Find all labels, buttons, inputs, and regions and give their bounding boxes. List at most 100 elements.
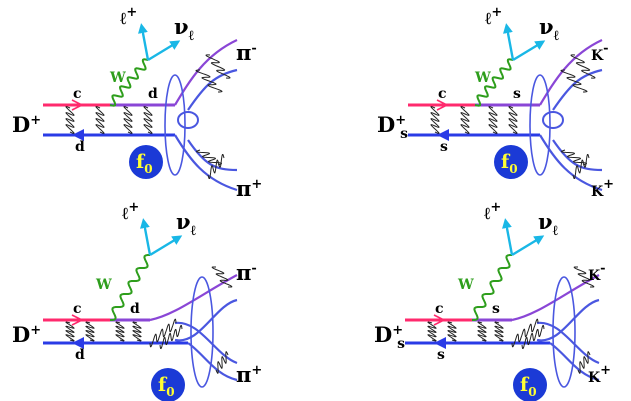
gluon-fan-a — [149, 318, 177, 348]
lepton-label: ℓ+ — [485, 5, 502, 29]
neutrino-arrow — [149, 235, 183, 257]
resonance-blob — [151, 368, 185, 401]
gluon-lower-a — [561, 149, 587, 166]
gluon-exchange-4 — [508, 106, 518, 134]
gluon-exchange-2 — [447, 321, 457, 342]
charm-arrow-icon — [71, 314, 84, 326]
outgoing-lower-inner — [187, 139, 238, 172]
outgoing-lower-outer — [174, 134, 238, 192]
gluon-exchange-1 — [427, 321, 437, 342]
quark-bottom-label: d — [75, 139, 85, 155]
w-boson-line — [474, 58, 514, 107]
gluon-exchange-2 — [85, 321, 95, 342]
outgoing-upper-outer — [511, 274, 600, 322]
outgoing-upper-outer — [174, 39, 238, 106]
initial-meson-label: D+ — [12, 112, 41, 137]
quark-pair-loop — [177, 111, 199, 129]
quark-pair-loop — [542, 111, 564, 129]
gluon-exchange-3 — [123, 106, 133, 134]
quark-top-label: c — [73, 86, 82, 102]
gluon-upper-a — [211, 266, 233, 288]
final-state-bottom-label: π+ — [236, 362, 262, 387]
final-state-bottom-label: π+ — [236, 176, 262, 201]
hadronization-ellipse — [529, 74, 551, 176]
quark-bottom-label: d — [75, 347, 85, 363]
neutrino-label: νℓ — [176, 209, 197, 239]
gluon-upper-a — [560, 69, 588, 93]
w-boson-line — [472, 254, 512, 321]
gluon-exchange-2 — [95, 106, 105, 134]
gluon-exchange-3 — [488, 106, 498, 134]
outgoing-lower-inner — [552, 139, 603, 172]
gluon-lower-b — [207, 154, 225, 179]
gluon-upper-a — [573, 266, 595, 288]
final-state-top-label: K- — [591, 41, 609, 64]
final-state-top-label: K- — [588, 261, 606, 284]
antiquark-arrow-icon — [72, 129, 84, 141]
quark-top-label: c — [73, 301, 82, 317]
w-boson-line — [109, 58, 149, 107]
quark-top-label: c — [435, 301, 444, 317]
gluon-exchange-4 — [143, 106, 153, 134]
outgoing-lower-inner — [536, 321, 600, 365]
w-boson-line — [110, 254, 150, 321]
resonance-label: f0 — [158, 374, 175, 399]
gluon-upper-b — [205, 54, 231, 79]
neutrino-label: νℓ — [174, 14, 195, 44]
w-boson-label: W — [95, 277, 112, 293]
resonance-blob — [129, 145, 163, 179]
antiquark-arrow-icon — [437, 129, 449, 141]
resonance-label: f0 — [520, 374, 537, 399]
final-state-top-label: π- — [236, 260, 257, 285]
gluon-lower-a — [196, 149, 222, 166]
gluon-exchange-1 — [430, 106, 440, 134]
neutrino-label: νℓ — [539, 14, 560, 44]
gluon-exchange-3 — [115, 321, 125, 342]
final-state-top-label: π- — [236, 40, 257, 65]
resonance-label: f0 — [501, 151, 518, 176]
lepton-arrow — [138, 23, 150, 61]
charm-arrow-icon — [433, 314, 446, 326]
lepton-label: ℓ+ — [120, 5, 137, 29]
gluon-fan-b — [159, 324, 183, 350]
quark-mid-label: s — [492, 301, 500, 317]
resonance-blob — [494, 145, 528, 179]
w-boson-label: W — [457, 277, 474, 293]
outgoing-upper-outer — [149, 274, 238, 322]
gluon-exchange-2 — [460, 106, 470, 134]
gluon-exchange-4 — [494, 321, 504, 342]
final-state-bottom-label: K+ — [588, 363, 611, 386]
quark-mid-label: d — [130, 301, 140, 317]
outgoing-upper-inner — [552, 68, 603, 111]
gluon-lower-a — [577, 351, 591, 374]
outgoing-lower-inner — [174, 321, 238, 365]
lepton-arrow — [140, 218, 152, 256]
lepton-label: ℓ+ — [122, 200, 139, 224]
quark-mid-label: d — [148, 86, 158, 102]
lepton-arrow — [503, 23, 515, 61]
gluon-lower-b — [572, 154, 590, 179]
gluon-lower-a — [215, 351, 229, 374]
quark-top-label: c — [438, 86, 447, 102]
gluon-exchange-1 — [65, 321, 75, 342]
neutrino-arrow — [512, 40, 546, 62]
quark-bottom-label: s — [437, 347, 445, 363]
resonance-blob — [513, 368, 547, 401]
charm-arrow-icon — [71, 99, 84, 111]
final-state-bottom-label: K+ — [591, 177, 614, 200]
neutrino-label: νℓ — [538, 209, 559, 239]
initial-meson-label: D+s — [374, 322, 405, 352]
resonance-label: f0 — [136, 151, 153, 176]
hadronization-ellipse — [552, 276, 576, 388]
hadronization-ellipse — [164, 74, 186, 176]
gluon-exchange-4 — [132, 321, 142, 342]
antiquark-arrow-icon — [72, 337, 84, 349]
initial-meson-label: D+s — [377, 112, 408, 142]
quark-mid-label: s — [513, 86, 521, 102]
charm-arrow-icon — [436, 99, 449, 111]
outgoing-lower-outer — [539, 134, 603, 192]
antiquark-arrow-icon — [434, 337, 446, 349]
